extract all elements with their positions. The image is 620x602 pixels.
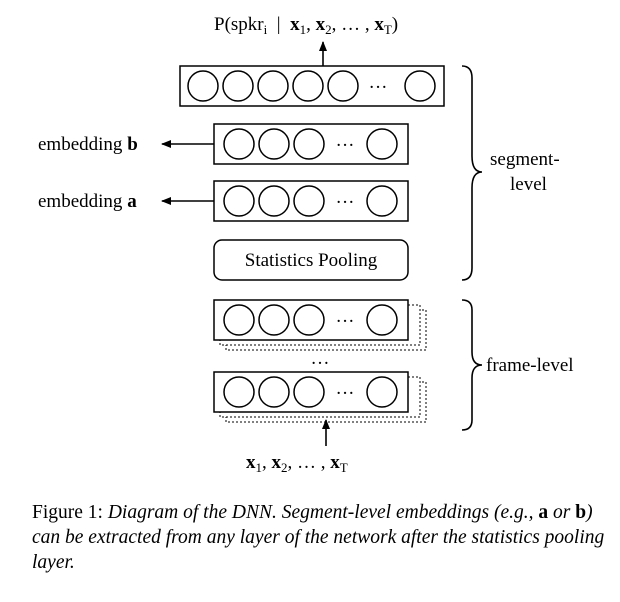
segment-level-label: segment- xyxy=(490,149,560,170)
ellipsis-dots: ··· xyxy=(369,77,388,98)
embedding-a-layer: ··· xyxy=(213,180,409,222)
ellipsis-dots: ··· xyxy=(336,383,355,404)
input-sequence-label: x1, x2, … , xT xyxy=(246,452,348,475)
frame-gap-dots: … xyxy=(311,348,330,369)
dnn-diagram: P(spkri | x1, x2, … , xT) ··· ··· embedd… xyxy=(38,14,574,475)
frame-level-brace xyxy=(461,299,483,431)
frame-layer-upper: ··· xyxy=(213,299,427,351)
caption-bold-b: b xyxy=(575,502,587,523)
embedding-b-layer: ··· xyxy=(213,123,409,165)
caption-or: or xyxy=(548,502,576,523)
caption-head: Figure 1: xyxy=(32,502,108,523)
ellipsis-dots: ··· xyxy=(336,192,355,213)
frame-layer-lower: ··· xyxy=(213,371,427,423)
statistics-pooling-label: Statistics Pooling xyxy=(245,250,378,271)
caption-text: Diagram of the DNN. Segment-level embedd… xyxy=(107,502,534,523)
frame-level-label: frame-level xyxy=(486,355,574,376)
ellipsis-dots: ··· xyxy=(336,311,355,332)
figure-caption: Figure 1: Diagram of the DNN. Segment-le… xyxy=(32,500,607,575)
embedding-b-label: embedding b xyxy=(38,134,138,155)
ellipsis-dots: ··· xyxy=(336,135,355,156)
statistics-pooling-block: Statistics Pooling xyxy=(213,239,409,281)
embedding-a-label: embedding a xyxy=(38,191,137,212)
segment-level-label-line2: level xyxy=(510,174,547,195)
caption-bold-a: a xyxy=(538,502,549,523)
caption-text-2: ) can be extracted from any layer of the… xyxy=(32,502,605,573)
output-layer: ··· xyxy=(179,65,445,107)
segment-level-brace xyxy=(461,65,483,281)
output-probability-label: P(spkri | x1, x2, … , xT) xyxy=(214,14,398,37)
